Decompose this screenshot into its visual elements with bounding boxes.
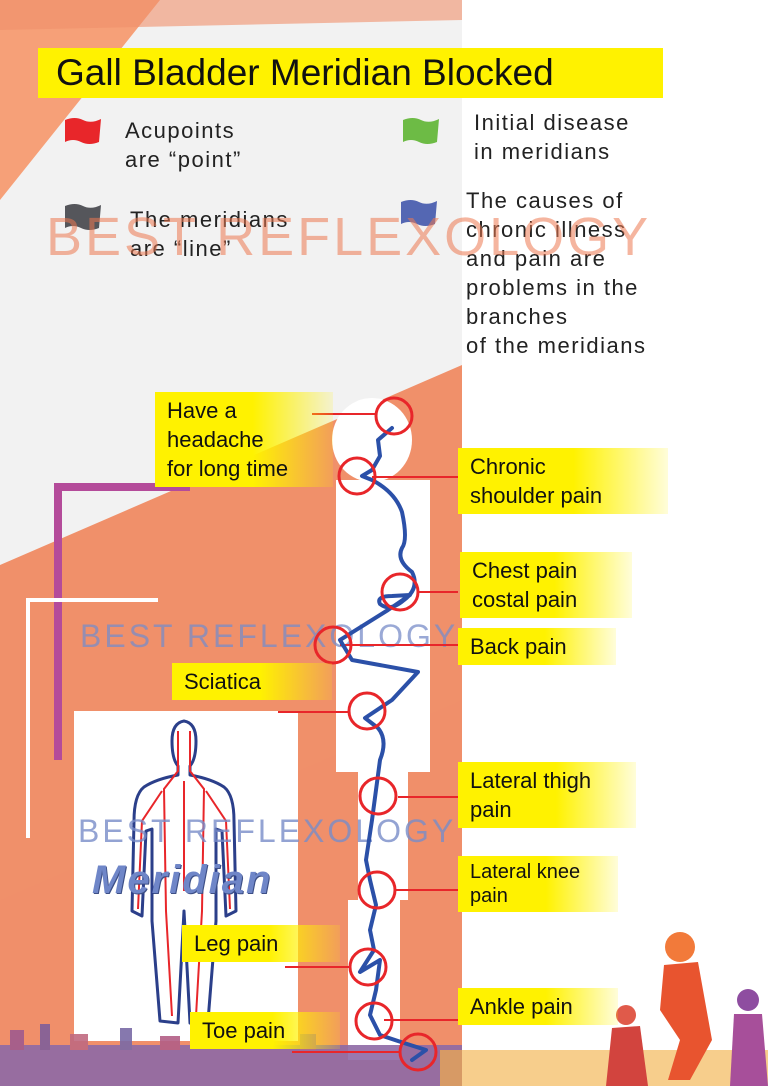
acupoint-circles xyxy=(313,396,438,1072)
leader-lines xyxy=(278,413,458,1053)
label-back-pain: Back pain xyxy=(458,628,616,665)
blue-flag-icon xyxy=(401,200,437,226)
page-title: Gall Bladder Meridian Blocked xyxy=(38,48,663,98)
label-sciatica: Sciatica xyxy=(172,663,332,700)
dark-grey-flag-icon xyxy=(65,204,101,230)
white-bracket xyxy=(26,598,158,838)
runner-silhouettes xyxy=(606,932,768,1086)
figure-panel xyxy=(74,711,298,1041)
red-flag-icon xyxy=(65,118,101,144)
label-toe-pain: Toe pain xyxy=(190,1012,340,1049)
silhouette-head xyxy=(332,398,412,482)
magenta-bracket xyxy=(54,483,190,760)
watermark: BEST REFLEXOLOGY xyxy=(78,813,457,849)
watermark: BEST REFLEXOLOGY xyxy=(46,207,652,267)
grey-diagonal-band xyxy=(0,0,462,565)
gall-bladder-meridian-line xyxy=(338,426,428,1062)
watermark: BEST REFLEXOLOGY xyxy=(80,618,459,654)
green-flag-icon xyxy=(403,118,439,144)
meridian-word-art: Meridian xyxy=(92,858,273,902)
label-ankle-pain: Ankle pain xyxy=(458,988,618,1025)
label-leg-pain: Leg pain xyxy=(182,925,340,962)
silhouette-torso xyxy=(336,480,430,772)
silhouette-thigh xyxy=(358,772,408,900)
